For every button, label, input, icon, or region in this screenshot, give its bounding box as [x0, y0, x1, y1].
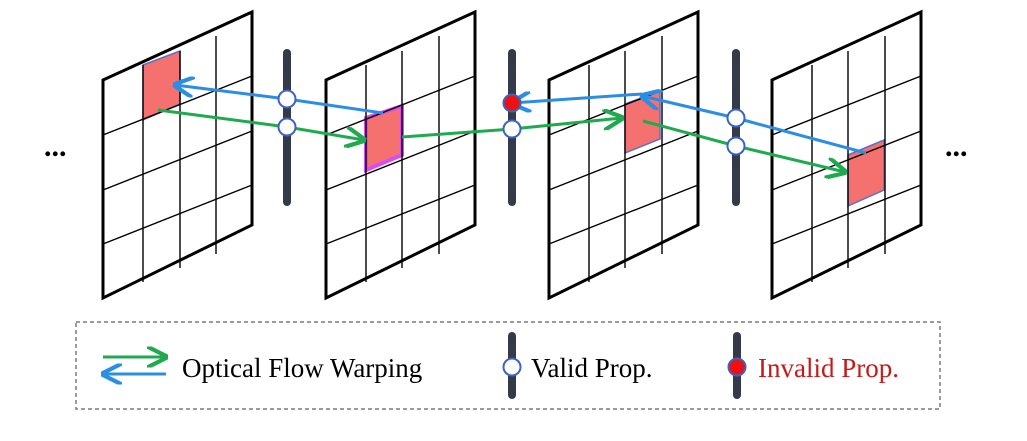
frame-3-border: [547, 9, 700, 301]
frame-1: [101, 9, 254, 301]
frame-2-border: [324, 9, 477, 301]
blue-arrow-frame4-to-frame3: [642, 96, 867, 155]
valid-node: [277, 89, 297, 109]
blue-arrow-frame3-to-frame2: [512, 94, 643, 103]
legend-flow-label: Optical Flow Warping: [182, 353, 422, 383]
valid-node: [502, 119, 522, 139]
frame-2: [324, 9, 477, 301]
frame-3: [547, 9, 700, 301]
frame-1-border: [101, 9, 254, 301]
ellipsis-left: ...: [44, 130, 67, 163]
valid-node: [726, 108, 746, 128]
frame-2-grid: [325, 36, 476, 282]
invalid-node: [502, 93, 522, 113]
valid-node: [277, 117, 297, 137]
legend: Optical Flow Warping Valid Prop. Invalid…: [75, 321, 941, 410]
legend-valid-label: Valid Prop.: [531, 353, 653, 383]
legend-valid-node-icon: [502, 357, 522, 377]
frame-2-highlight-patch: [364, 103, 404, 173]
ellipsis-right: ...: [945, 130, 968, 163]
frame-3-grid: [548, 36, 699, 282]
valid-node: [726, 136, 746, 156]
frame-4-border: [770, 9, 923, 301]
legend-box: [75, 321, 941, 410]
legend-invalid-label: Invalid Prop.: [758, 353, 899, 383]
green-arrow-frame1-to-frame2: [157, 108, 364, 140]
frame-4: [770, 9, 923, 301]
legend-invalid-node-icon: [727, 357, 747, 377]
